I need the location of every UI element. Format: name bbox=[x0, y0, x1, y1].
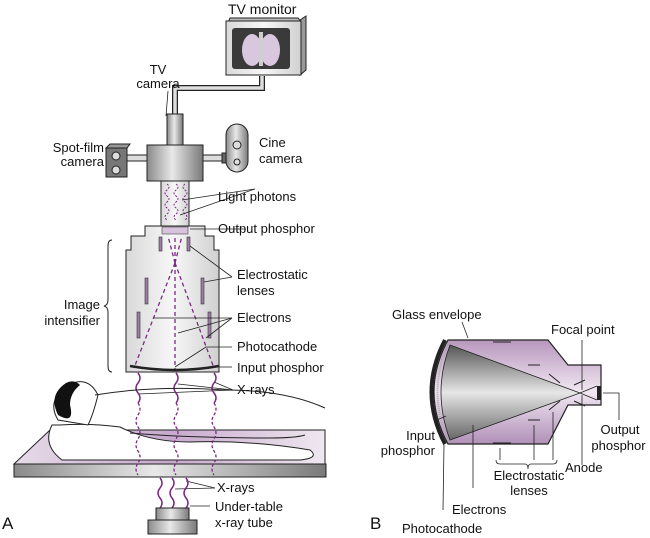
label-x-rays-bottom: X-rays bbox=[217, 480, 255, 495]
label-image-2: intensifier bbox=[44, 313, 100, 328]
electron-paths bbox=[133, 235, 215, 370]
label-glass-envelope: Glass envelope bbox=[392, 307, 482, 322]
image-intensifier bbox=[125, 225, 220, 373]
label-tube-1: Under-table bbox=[215, 499, 283, 514]
label-x-rays-top: X-rays bbox=[237, 382, 275, 397]
label-tv-camera-2: camera bbox=[136, 76, 180, 91]
tv-monitor bbox=[225, 15, 307, 77]
output-phosphor bbox=[161, 226, 189, 235]
label-electrons-b: Electrons bbox=[452, 502, 507, 517]
label-tv-monitor: TV monitor bbox=[228, 1, 297, 17]
label-tube-2: x-ray tube bbox=[215, 515, 273, 530]
label-electrostatic-2: lenses bbox=[237, 283, 275, 298]
panel-label-a: A bbox=[2, 514, 14, 533]
label-input-phosphor-b-1: Input bbox=[406, 428, 435, 443]
cine-camera bbox=[221, 123, 249, 173]
label-photocathode-b: Photocathode bbox=[402, 521, 483, 536]
label-output-phosphor-b-1: Output bbox=[600, 422, 640, 437]
label-electrostatic-b-2: lenses bbox=[510, 483, 548, 498]
label-anode: Anode bbox=[565, 460, 603, 475]
label-input-phosphor: Input phosphor bbox=[237, 360, 324, 375]
patient bbox=[48, 381, 326, 461]
x-ray-tube bbox=[147, 507, 198, 535]
label-focal-point: Focal point bbox=[551, 322, 615, 337]
spot-film-camera bbox=[104, 143, 131, 178]
label-spot-film-2: camera bbox=[60, 154, 104, 169]
label-cine-2: camera bbox=[259, 151, 303, 166]
electrostatic-lenses bbox=[136, 236, 212, 339]
label-output-phosphor-b-2: phosphor bbox=[591, 438, 646, 453]
label-cine-1: Cine bbox=[259, 135, 286, 150]
label-image-1: Image bbox=[63, 297, 100, 312]
label-electrostatic-b-1: Electrostatic bbox=[493, 468, 565, 483]
x-rays-bottom bbox=[157, 477, 189, 509]
panel-label-b: B bbox=[370, 514, 382, 533]
image-intensifier-cross-section bbox=[429, 339, 602, 445]
label-light-photons: Light photons bbox=[218, 189, 297, 204]
label-photocathode: Photocathode bbox=[237, 339, 318, 354]
label-electrons: Electrons bbox=[237, 310, 292, 325]
label-tv-camera-1: TV bbox=[149, 62, 167, 77]
label-electrostatic-1: Electrostatic bbox=[237, 267, 308, 282]
label-spot-film-1: Spot-film bbox=[52, 140, 104, 155]
label-output-phosphor: Output phosphor bbox=[218, 221, 315, 236]
label-input-phosphor-b-2: phosphor bbox=[380, 443, 435, 458]
camera-housing bbox=[146, 144, 204, 182]
